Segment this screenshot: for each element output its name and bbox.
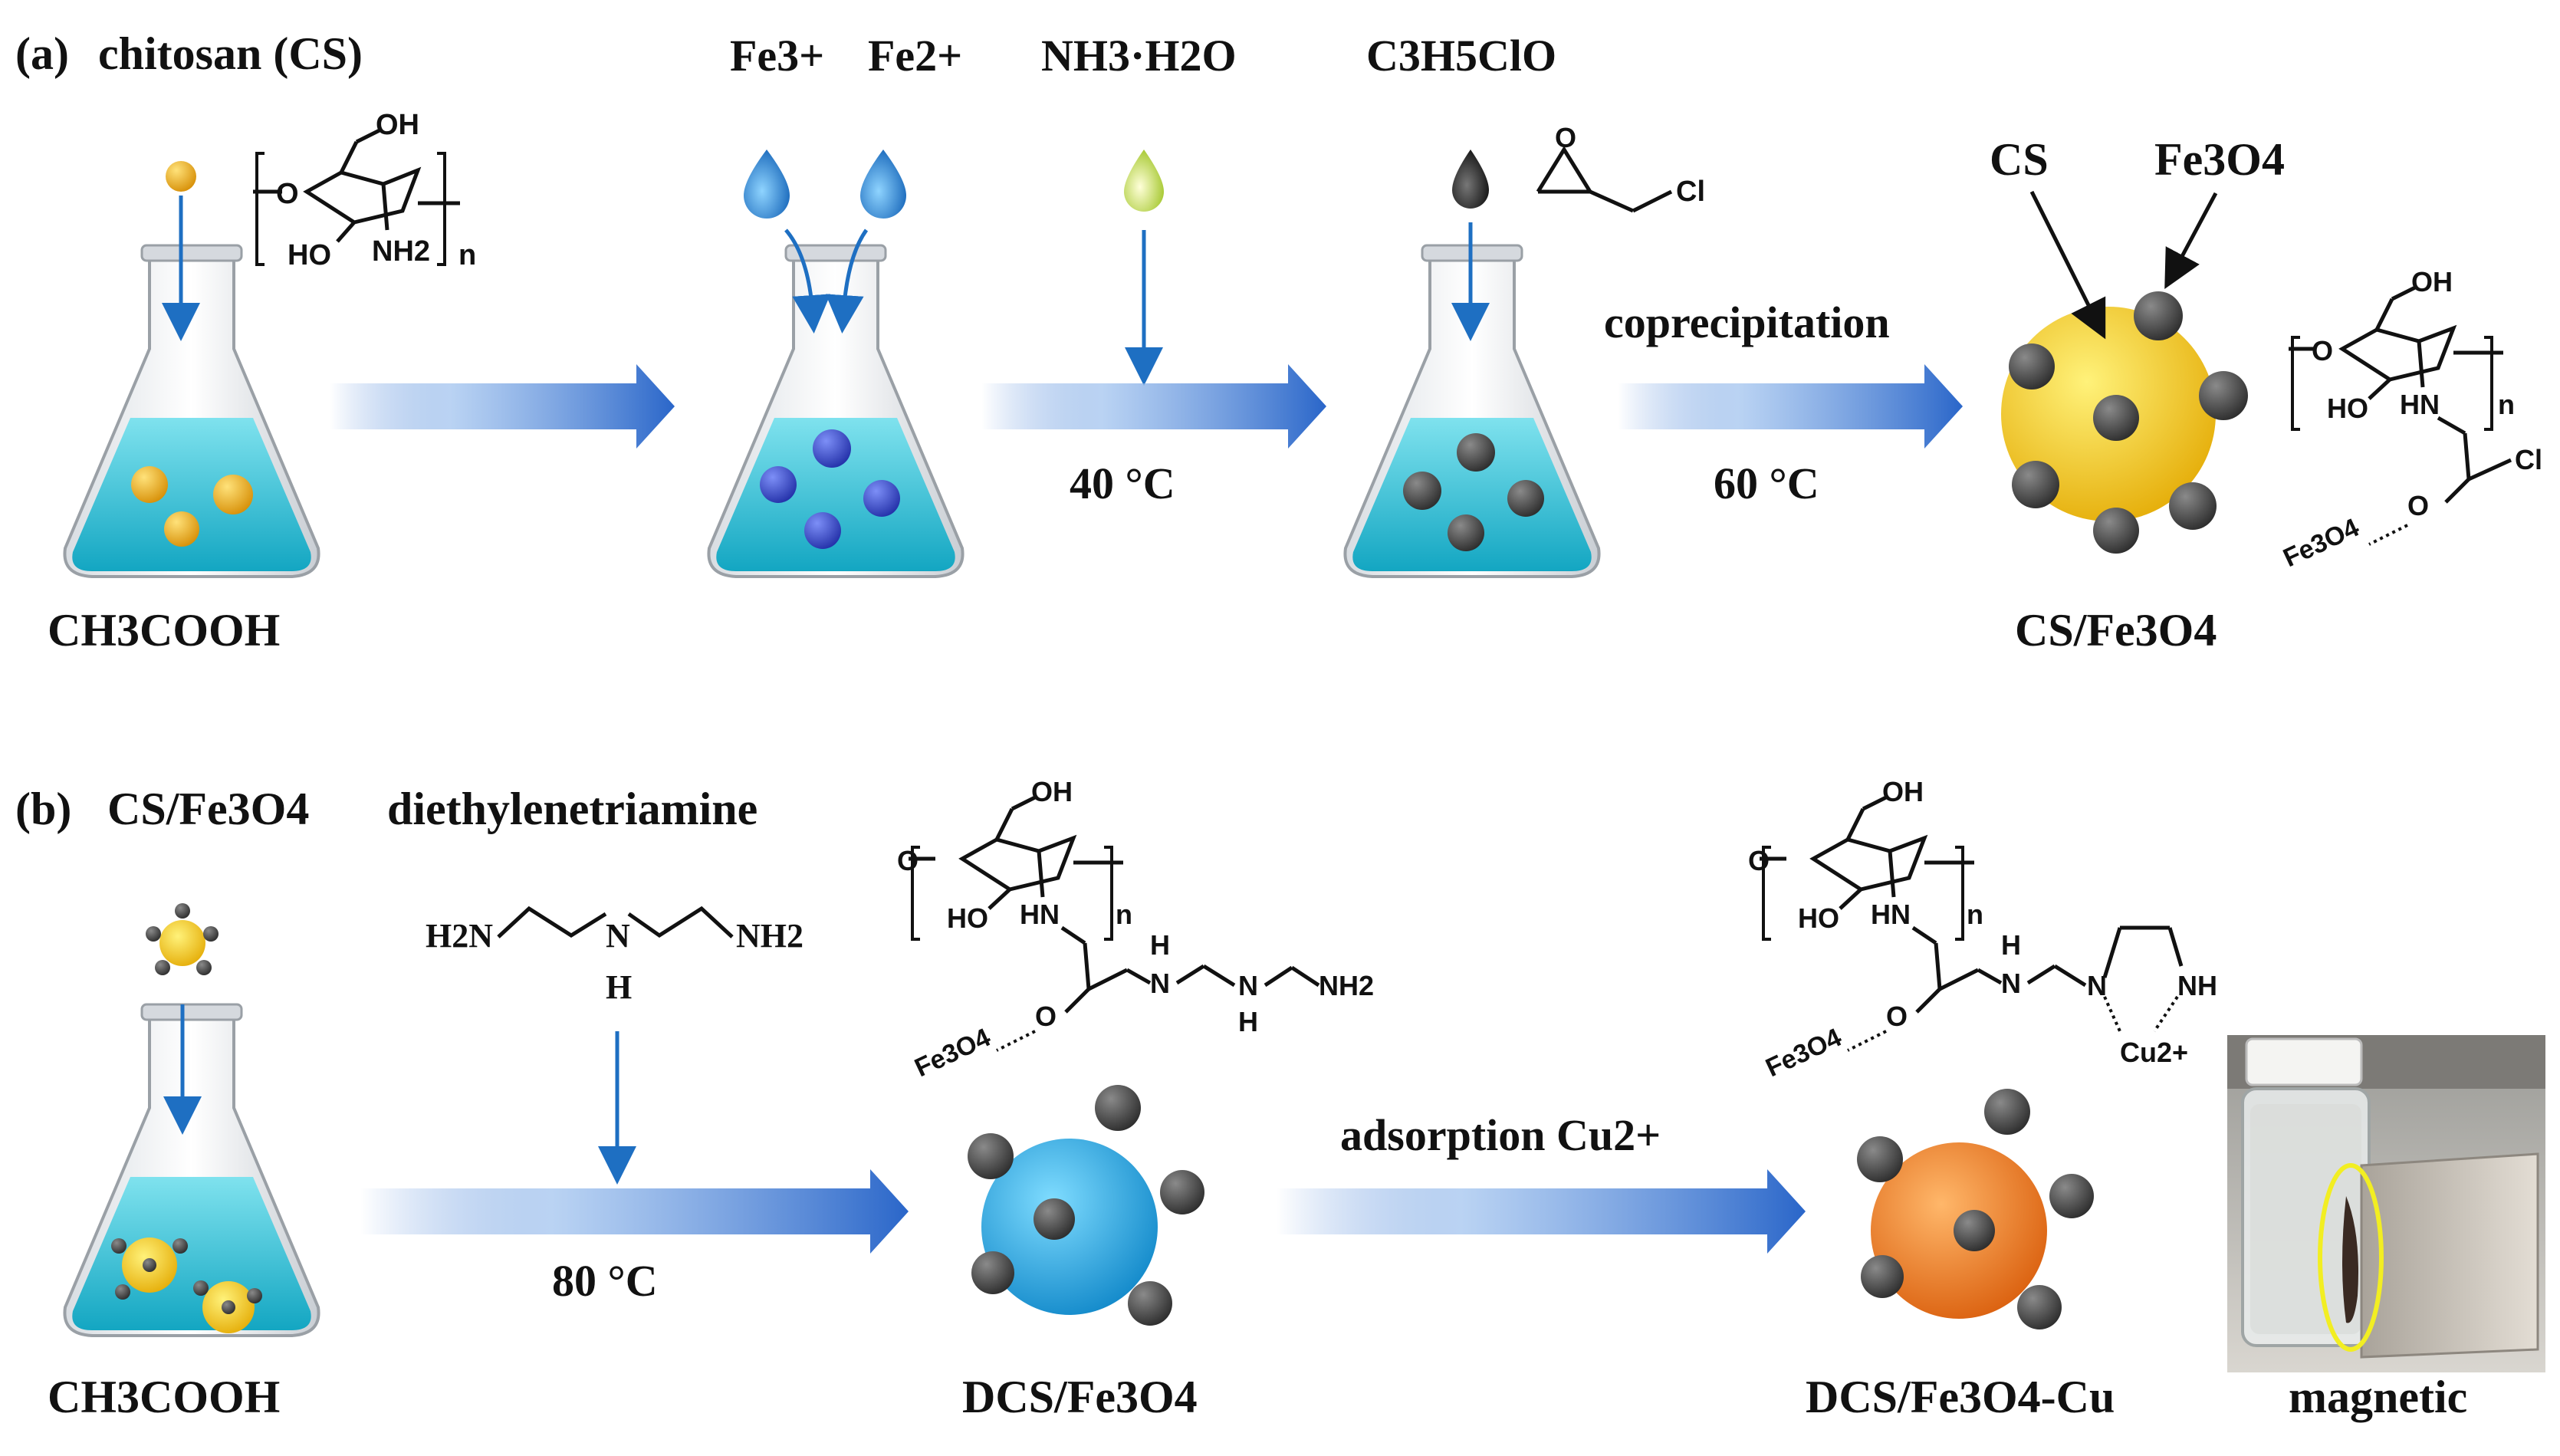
magnetic-separation-photo bbox=[2227, 1035, 2545, 1372]
cross-ho: HO bbox=[2327, 393, 2368, 424]
photo-label: magnetic bbox=[2289, 1372, 2467, 1422]
flask-cs-fe3o4 bbox=[63, 903, 320, 1337]
cross-linked-structure: O OH HO HN n Cl O Fe3O4 bbox=[2279, 266, 2542, 573]
panel-a-tag: (a) bbox=[15, 28, 69, 79]
product-dcs-fe3o4: DCS/Fe3O4 bbox=[962, 1372, 1198, 1422]
reagent-deta: diethylenetriamine bbox=[387, 784, 757, 834]
cross-n: n bbox=[2498, 389, 2515, 420]
process-arrow-4 bbox=[360, 1169, 909, 1254]
flask1-label: CH3COOH bbox=[48, 605, 280, 656]
cross-fe3o4: Fe3O4 bbox=[2279, 513, 2363, 573]
flask-b-label: CH3COOH bbox=[48, 1372, 280, 1422]
ammonia-drop bbox=[1124, 150, 1164, 386]
fe2-label: Fe2+ bbox=[868, 31, 962, 81]
dcs-n: n bbox=[1116, 899, 1132, 930]
fe3o4-pointer-arrow bbox=[2164, 192, 2218, 290]
product-dcs-fe3o4-cu: DCS/Fe3O4-Cu bbox=[1806, 1372, 2115, 1422]
panel-b-tag: (b) bbox=[15, 784, 71, 834]
process-arrow-3 bbox=[1618, 364, 1963, 449]
panel-b-title: CS/Fe3O4 bbox=[107, 784, 309, 834]
temp-40: 40 °C bbox=[1070, 458, 1175, 508]
chitosan-structure: O OH HO NH2 n bbox=[253, 109, 476, 271]
dcs-o: O bbox=[897, 845, 919, 876]
dcs-nh2: NH2 bbox=[1319, 970, 1374, 1001]
epi-o-label: O bbox=[1555, 122, 1576, 153]
fe3o4-pointer-label: Fe3O4 bbox=[2154, 134, 2285, 185]
epichlorohydrin-structure: O Cl bbox=[1536, 122, 1705, 213]
flask-fe3o4 bbox=[1343, 150, 1601, 578]
dcs-fe3o4-cu-particle bbox=[1857, 1089, 2094, 1329]
epichlorohydrin-label: C3H5ClO bbox=[1366, 31, 1556, 81]
epi-cl-label: Cl bbox=[1676, 176, 1705, 208]
vial-cap bbox=[2245, 1037, 2363, 1086]
attracted-particles bbox=[2342, 1196, 2358, 1323]
cu-n2: N bbox=[2087, 970, 2107, 1001]
chitosan-particle bbox=[166, 161, 196, 192]
dcs-h1: H bbox=[1150, 929, 1170, 961]
process-arrow-1 bbox=[330, 364, 675, 449]
ammonia-label: NH3·H2O bbox=[1041, 31, 1237, 81]
dcs-o2: O bbox=[1035, 1001, 1057, 1032]
cu-nh: NH bbox=[2177, 970, 2217, 1001]
fe3-label: Fe3+ bbox=[730, 31, 824, 81]
cu-oh: OH bbox=[1882, 776, 1924, 807]
small-cs-fe3o4-particle bbox=[146, 903, 219, 975]
deta-n: N bbox=[606, 917, 630, 955]
cu-o2: O bbox=[1886, 1001, 1908, 1032]
cs-fe3o4-particle bbox=[2001, 291, 2248, 554]
cross-o2: O bbox=[2407, 490, 2429, 521]
cs-n: n bbox=[458, 239, 476, 271]
temp-60: 60 °C bbox=[1714, 458, 1819, 508]
dcs-hn: HN bbox=[1020, 899, 1060, 930]
flask-iron-salts bbox=[707, 150, 965, 578]
magnet bbox=[2360, 1152, 2539, 1359]
dcs-oh: OH bbox=[1031, 776, 1073, 807]
deta-h: H bbox=[606, 968, 632, 1006]
diethylenetriamine-structure: H2N N H NH2 bbox=[426, 905, 803, 1185]
fe3-drop bbox=[744, 150, 790, 219]
cu-ho: HO bbox=[1798, 902, 1839, 934]
deta-h2n: H2N bbox=[426, 917, 493, 955]
cu-fe3o4: Fe3O4 bbox=[1761, 1023, 1845, 1083]
fe2-drop bbox=[860, 150, 906, 219]
dcs-structure: O OH HO HN n O N H N H NH2 Fe3O4 bbox=[897, 776, 1374, 1083]
coprecipitation-label: coprecipitation bbox=[1604, 297, 1890, 347]
cross-cl: Cl bbox=[2515, 444, 2542, 475]
cs-ho: HO bbox=[288, 239, 331, 271]
product-cs-fe3o4: CS/Fe3O4 bbox=[2015, 605, 2217, 656]
cross-o: O bbox=[2312, 335, 2333, 366]
temp-80: 80 °C bbox=[552, 1256, 658, 1306]
dcs-fe3o4-particle bbox=[968, 1085, 1204, 1326]
cu-n1: N bbox=[2001, 968, 2021, 999]
epichlorohydrin-drop bbox=[1452, 150, 1489, 209]
dcs-fe3o4: Fe3O4 bbox=[910, 1023, 994, 1083]
deta-nh2: NH2 bbox=[736, 917, 803, 955]
cs-nh2: NH2 bbox=[372, 235, 430, 268]
cu-h1: H bbox=[2001, 929, 2021, 961]
dcs-n2: N bbox=[1238, 970, 1258, 1001]
dcs-cu-structure: O OH HO HN n O N H N NH Cu2+ Fe3O4 bbox=[1748, 776, 2217, 1083]
dcs-n1: N bbox=[1150, 968, 1170, 999]
dcs-h2: H bbox=[1238, 1006, 1258, 1037]
cu-ion: Cu2+ bbox=[2120, 1037, 2188, 1068]
cs-oh: OH bbox=[376, 109, 419, 141]
panel-a-title: chitosan (CS) bbox=[98, 28, 363, 79]
cs-pointer-arrow bbox=[2029, 190, 2106, 340]
cs-pointer-label: CS bbox=[1990, 134, 2049, 185]
process-arrow-2 bbox=[981, 364, 1326, 449]
adsorption-label: adsorption Cu2+ bbox=[1340, 1110, 1661, 1160]
process-arrow-5 bbox=[1277, 1169, 1806, 1254]
flask-chitosan bbox=[63, 161, 320, 578]
cross-oh: OH bbox=[2411, 266, 2453, 297]
cross-hn: HN bbox=[2400, 389, 2440, 420]
cs-o: O bbox=[276, 178, 299, 210]
cu-n: n bbox=[1967, 899, 1983, 930]
cu-hn: HN bbox=[1871, 899, 1911, 930]
cu-o: O bbox=[1748, 845, 1770, 876]
dcs-ho: HO bbox=[947, 902, 988, 934]
highlight-ellipse bbox=[2318, 1163, 2384, 1352]
